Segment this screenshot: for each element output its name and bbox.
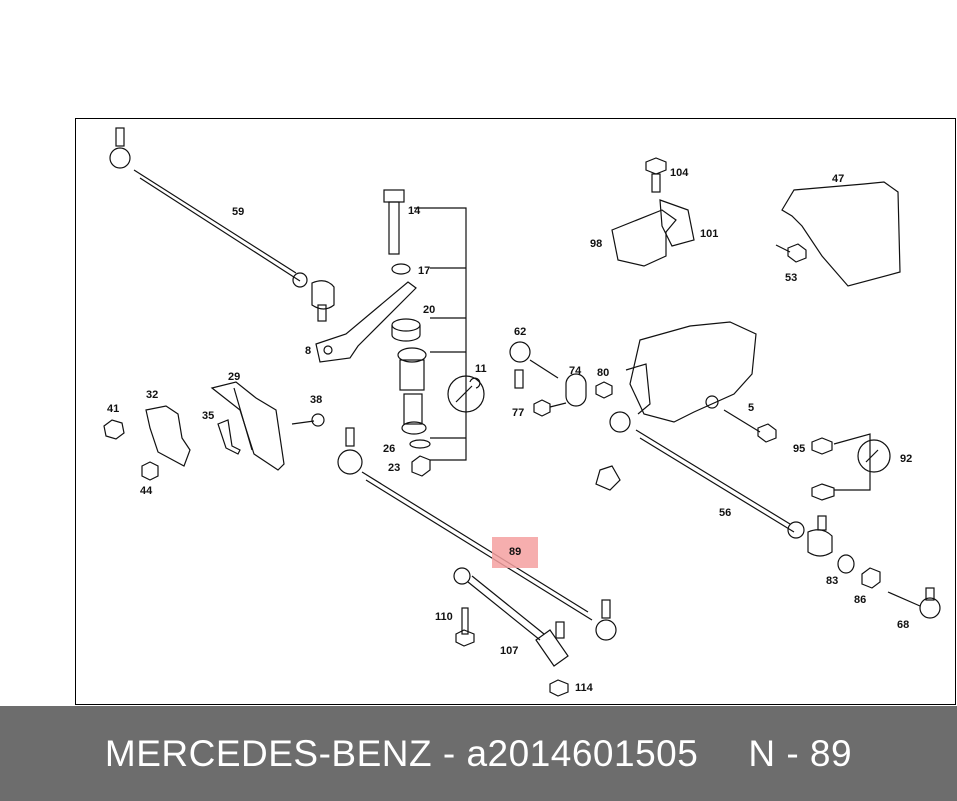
callout-98: 98 [590,238,602,250]
bushing-20[interactable] [391,318,421,342]
callout-92: 92 [900,453,912,465]
callout-53: 53 [785,272,797,284]
drag-link-89[interactable] [337,427,617,641]
nut-95[interactable] [811,437,833,455]
callout-95: 95 [793,443,805,455]
callout-101: 101 [700,228,718,240]
highlight-89[interactable] [492,537,538,568]
callout-35: 35 [202,410,214,422]
bolt-104[interactable] [645,157,667,193]
wrench-icon-92 [833,433,891,491]
nut-80[interactable] [595,381,613,399]
bolt-77[interactable] [533,399,567,417]
wrench-icon [447,375,485,413]
shaft-11[interactable] [397,347,427,435]
nut-86[interactable] [861,567,881,589]
callout-5: 5 [748,402,754,414]
arm-8[interactable] [315,281,417,363]
callout-74: 74 [569,365,582,377]
callout-62: 62 [514,326,526,338]
callout-26: 26 [383,443,395,455]
cover-47[interactable] [781,181,901,287]
callout-17: 17 [418,265,430,277]
washer-83[interactable] [837,554,855,574]
tie-rod-56[interactable] [595,411,833,557]
callout-107: 107 [500,645,518,657]
callout-38: 38 [310,394,322,406]
bracket-101[interactable] [659,199,695,247]
highlight-89-label: 89 [509,546,521,558]
callout-114: 114 [575,682,594,694]
diagram-frame [75,118,956,705]
bolt-53[interactable] [775,243,807,263]
callout-41: 41 [107,403,119,415]
nut-44[interactable] [141,461,159,481]
bolt-14[interactable] [383,189,405,255]
nut-92[interactable] [811,483,835,501]
bolt-5[interactable] [723,409,777,443]
parts-diagram: 89 59 14 17 20 8 11 26 23 29 32 35 38 41… [103,127,941,697]
bushing-74[interactable] [565,373,587,407]
footer-bar: MERCEDES-BENZ - a2014601505 N - 89 [0,706,957,801]
washer-26[interactable] [409,439,431,449]
steering-gear[interactable] [625,321,757,423]
footer-ref: N - 89 [748,732,853,774]
callout-8: 8 [305,345,311,357]
nut-114[interactable] [549,679,569,697]
footer-brand: MERCEDES-BENZ - a2014601505 [104,732,699,774]
callout-59: 59 [232,206,244,218]
callout-23: 23 [388,462,400,474]
washer-17[interactable] [391,263,411,275]
bracket-32[interactable] [145,405,191,467]
callout-104: 104 [670,167,689,179]
callout-83: 83 [826,575,838,587]
callout-32: 32 [146,389,158,401]
callout-80: 80 [597,367,609,379]
bracket-29[interactable] [210,381,285,471]
callout-14: 14 [408,205,421,217]
screw-38[interactable] [291,413,325,427]
bolt-110[interactable] [455,607,475,647]
callout-68: 68 [897,619,909,631]
clip-35[interactable] [217,419,241,455]
ball-joint-68[interactable] [887,587,941,619]
callout-11: 11 [475,363,487,375]
callout-110: 110 [435,611,453,623]
nut-23[interactable] [411,455,431,477]
callout-29: 29 [228,371,240,383]
tie-rod-59[interactable] [109,127,335,322]
callout-20: 20 [423,304,435,316]
callout-47: 47 [832,173,844,185]
callout-86: 86 [854,594,866,606]
nut-41[interactable] [103,419,125,440]
callout-44: 44 [140,485,153,497]
callout-77: 77 [512,407,524,419]
damper-107[interactable] [453,567,569,667]
ball-joint-62[interactable] [509,341,559,389]
bracket-98[interactable] [611,209,677,267]
callout-56: 56 [719,507,731,519]
